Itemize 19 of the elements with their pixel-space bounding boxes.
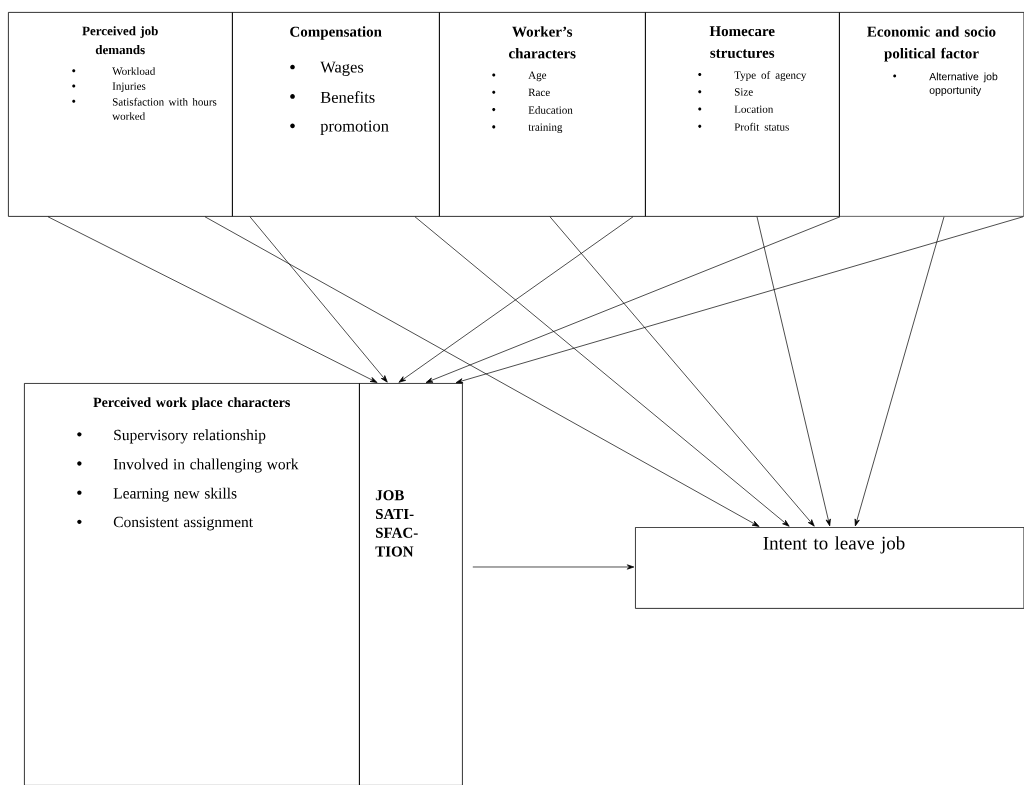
outcome-box: Intent to leave job: [635, 527, 1024, 609]
arrow: [549, 216, 815, 527]
factor-box: Worker’s characters Age Race Education training: [439, 12, 646, 217]
factor-box: Economic and socio political factor Alternative job opportunity: [839, 12, 1024, 217]
factor-box: Homecare structures Type of agency Size Location Profit status: [645, 12, 840, 217]
arrow: [204, 216, 760, 527]
factor-box: Perceived job demands Workload Injuries Satisfaction with hours worked: [8, 12, 233, 217]
arrow: [425, 216, 841, 383]
arrow: [398, 216, 634, 383]
arrow: [455, 216, 1024, 384]
arrow: [756, 216, 831, 527]
arrow: [47, 216, 378, 383]
arrow: [249, 216, 388, 383]
factor-box: Perceived work place characters Supervisory relationship Involved in challenging work Learning new skills Consistent assignment: [24, 383, 360, 785]
arrow: [414, 216, 790, 527]
factor-box: Compensation Wages Benefits promotion: [232, 12, 440, 217]
arrow: [472, 564, 635, 570]
arrow: [854, 216, 945, 527]
process-box: JOB SATI-SFAC-TION: [359, 383, 463, 785]
